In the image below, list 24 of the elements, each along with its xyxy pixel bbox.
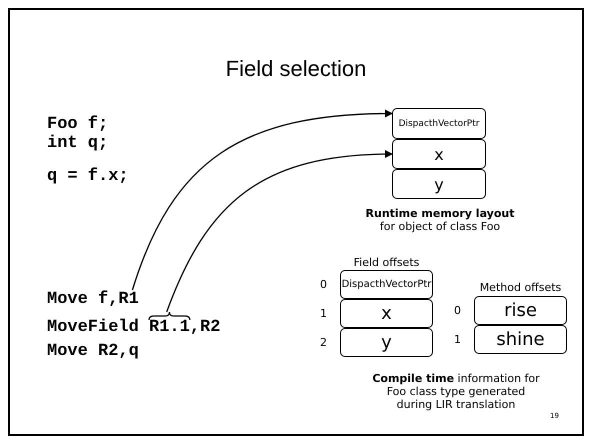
heading: Field offsets (352, 256, 420, 269)
code-line: Move R2,q (47, 342, 139, 362)
memory-cell: DispacthVectorPtr (392, 108, 486, 139)
heading: Method offsets (478, 281, 562, 294)
memory-cell: x (392, 139, 486, 169)
memory-cell: x (340, 299, 433, 328)
code-line: Foo f; (47, 115, 108, 134)
code-line: int q; (47, 134, 108, 154)
memory-cell: y (340, 328, 433, 357)
caption: Runtime memory layout for object of class Foo (365, 207, 515, 233)
offset-number: 0 (320, 278, 327, 290)
memory-cell: y (392, 169, 486, 199)
curved-arrow (166, 150, 393, 312)
code-line: q = f.x; (47, 167, 129, 187)
memory-cell: DispacthVectorPtr (340, 270, 433, 299)
curved-arrow (132, 110, 393, 290)
memory-cell: rise (474, 296, 567, 325)
caption: Compile time information for Foo class type generated during LIR translation (371, 372, 541, 411)
offset-number: 1 (320, 306, 327, 320)
offset-number: 0 (454, 304, 461, 316)
offset-number: 1 (454, 332, 461, 346)
memory-cell: shine (474, 325, 567, 354)
offset-number: 2 (320, 336, 327, 348)
slide-title: Field selection (224, 56, 368, 82)
